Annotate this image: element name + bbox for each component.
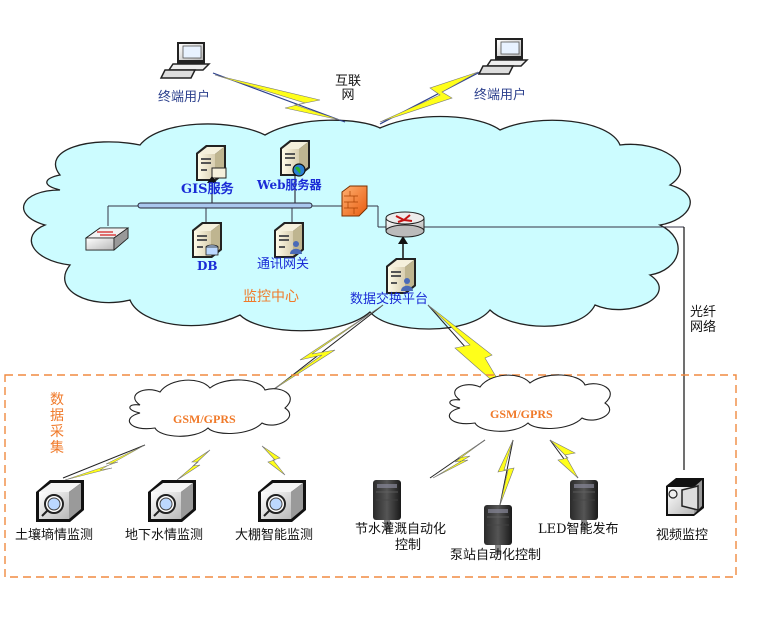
gprs-cloud-left [128, 379, 291, 437]
fiber-network-label: 光纤网络 [690, 305, 717, 335]
pump-station-label: 泵站自动化控制 [450, 548, 542, 563]
irrigation-control-label-line1: 节水灌溉自动化 [355, 522, 447, 537]
gateway-server-label: 通讯网关 [257, 257, 310, 272]
network-switch-icon [84, 227, 130, 251]
db-server-label: DB [197, 259, 218, 273]
internet-label: 互联网 [334, 74, 361, 103]
internet-link-left [214, 74, 341, 121]
data-collection-label: 数据采集 [50, 392, 64, 456]
gprs-label-right: GSM/GPRS [490, 407, 553, 421]
monitoring-center-label: 监控中心 [243, 289, 299, 305]
data-collection-region [4, 374, 737, 578]
groundwater-sensor-icon [147, 479, 197, 523]
soil-moisture-sensor-icon [35, 479, 85, 523]
led-display-label: LED智能发布 [538, 522, 619, 537]
monitoring-center-cloud [23, 115, 691, 332]
greenhouse-sensor-icon [257, 479, 307, 523]
irrigation-control-label-line2: 控制 [395, 538, 422, 553]
web-server-label: Web服务器 [257, 178, 322, 192]
firewall-icon [341, 185, 368, 217]
gis-server-label: GIS服务 [181, 182, 234, 197]
soil-moisture-label: 土壤墒情监测 [15, 528, 94, 543]
groundwater-label: 地下水情监测 [125, 528, 204, 543]
router-icon [385, 211, 425, 238]
lan-bus [137, 202, 313, 209]
greenhouse-label: 大棚智能监测 [235, 528, 314, 543]
gprs-cloud-right [448, 374, 611, 432]
internet-link-right [379, 71, 479, 123]
gprs-label-left: GSM/GPRS [173, 412, 236, 426]
end-user-computer-icon-left [160, 41, 210, 79]
video-monitoring-label: 视频监控 [656, 528, 709, 543]
end-user-computer-icon-right [478, 37, 528, 75]
exchange-platform-label: 数据交换平台 [350, 292, 429, 307]
video-camera-icon [666, 478, 704, 516]
end-user-label-left: 终端用户 [158, 90, 211, 105]
end-user-label-right: 终端用户 [474, 88, 527, 103]
